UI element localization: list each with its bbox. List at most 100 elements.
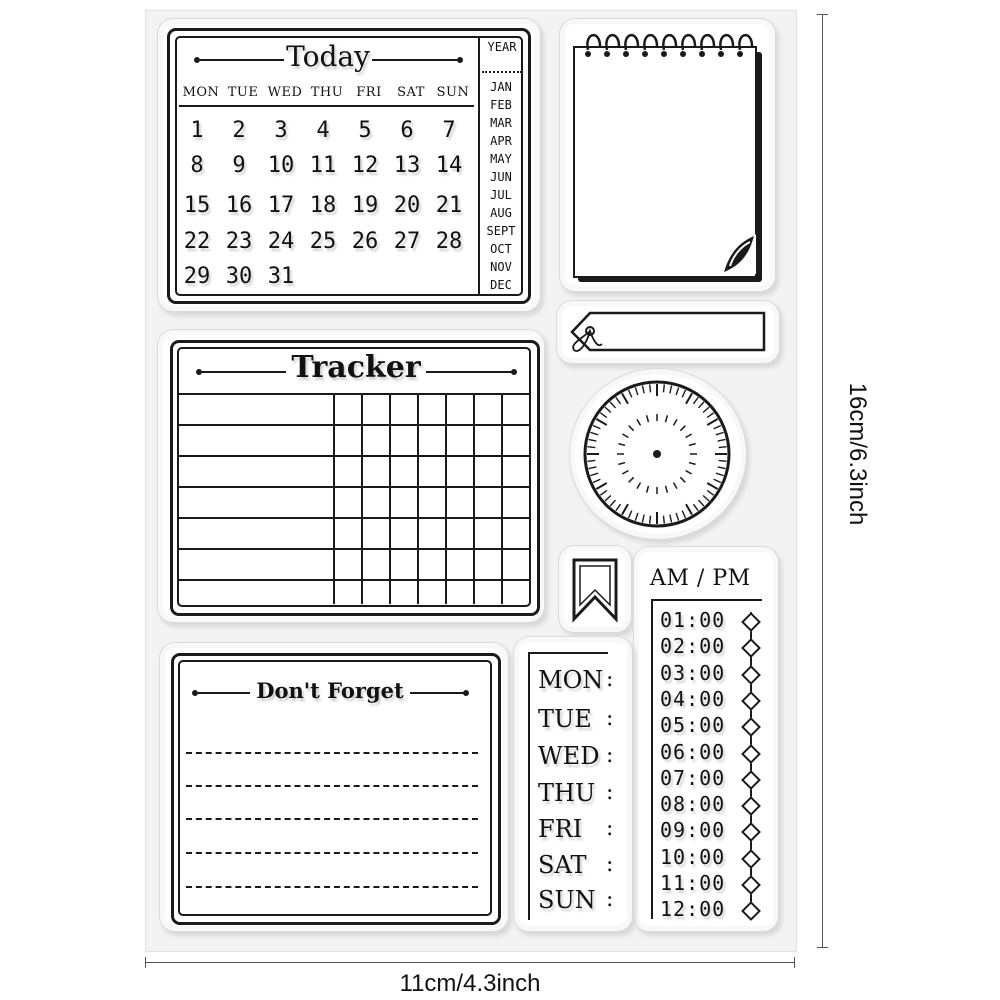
- clock-tick: [627, 510, 633, 519]
- calendar-day: 23: [225, 229, 253, 254]
- dont-forget-line-left: [198, 692, 250, 694]
- calendar-day: 19: [351, 193, 379, 218]
- calendar-title-dot-right: [457, 57, 463, 63]
- clock-tick: [587, 445, 596, 449]
- weekday-colon: :: [606, 816, 614, 841]
- calendar-day: 13: [393, 153, 421, 178]
- clock-inner-tick: [685, 433, 693, 439]
- dont-forget-line-1: [186, 752, 478, 754]
- clock-inner-tick: [664, 415, 669, 423]
- clock-tick: [587, 459, 596, 463]
- clock-tick: [706, 489, 715, 496]
- clock-tick: [715, 431, 724, 436]
- calendar-day: 21: [435, 193, 463, 218]
- calendar-weekday-label: SUN: [436, 85, 470, 100]
- calendar-stamp: [163, 24, 535, 306]
- clock-inner-tick: [672, 482, 678, 490]
- calendar-day: 5: [358, 118, 372, 143]
- clock-tick: [615, 396, 622, 405]
- calendar-weekday-label: TUE: [227, 85, 259, 100]
- tracker-stamp: [163, 335, 539, 617]
- clock-tick: [669, 385, 673, 394]
- dont-forget-line-3: [186, 818, 478, 820]
- clock-tick: [648, 384, 652, 393]
- width-dimension-tick-right: [794, 957, 795, 968]
- calendar-day: 12: [351, 153, 379, 178]
- calendar-month-label: OCT: [490, 242, 512, 256]
- calendar-year-dotted-line: [482, 71, 522, 73]
- weekday-colon: :: [606, 852, 614, 877]
- calendar-day: 14: [435, 153, 463, 178]
- calendar-day: 6: [400, 118, 414, 143]
- calendar-day: 30: [225, 264, 253, 289]
- calendar-title-line-left: [200, 59, 284, 61]
- clock-tick: [717, 466, 726, 470]
- clock-tick: [604, 406, 612, 414]
- calendar-day: 3: [274, 118, 288, 143]
- clock-inner-tick: [679, 425, 686, 432]
- clock-tick: [595, 418, 608, 426]
- clock-tick: [588, 438, 597, 442]
- calendar-month-label: MAR: [490, 116, 512, 130]
- clock-tick: [599, 489, 608, 496]
- dont-forget-inner-frame: [178, 660, 492, 916]
- clock-tick: [604, 494, 612, 502]
- calendar-month-label: MAY: [490, 152, 512, 166]
- weekday-colon: :: [606, 667, 614, 692]
- clock-tick: [592, 478, 601, 484]
- dont-forget-line-2: [186, 785, 478, 787]
- calendar-day: 10: [267, 153, 295, 178]
- calendar-weekday-label: SAT: [397, 85, 425, 100]
- dont-forget-dot-left: [192, 690, 198, 696]
- calendar-day: 16: [225, 193, 253, 218]
- calendar-month-label: APR: [490, 134, 512, 148]
- calendar-day: 31: [267, 264, 295, 289]
- calendar-weekday-label: FRI: [356, 85, 382, 100]
- clock-tick: [718, 445, 727, 449]
- clock-inner-tick: [628, 425, 635, 432]
- calendar-day: 28: [435, 229, 463, 254]
- clock-tick: [713, 478, 722, 484]
- schedule-time: 06:00: [660, 739, 726, 764]
- weekday-colon: :: [606, 780, 614, 805]
- calendar-day: 20: [393, 193, 421, 218]
- calendar-weekday-label: THU: [310, 85, 344, 100]
- calendar-inner-frame: [175, 36, 523, 296]
- height-dimension-tick-bottom: [817, 947, 828, 948]
- calendar-day: 27: [393, 229, 421, 254]
- calendar-title: Today: [286, 40, 370, 73]
- clock-tick: [615, 503, 622, 512]
- clock-inner-tick: [679, 476, 686, 483]
- clock-tick: [641, 514, 645, 523]
- clock-tick: [592, 424, 601, 430]
- weekday-label: FRI: [538, 815, 583, 843]
- schedule-time: 12:00: [660, 897, 726, 922]
- clock-inner-tick: [636, 418, 642, 426]
- clock-tick: [713, 424, 722, 430]
- tracker-title-dot-right: [511, 369, 517, 375]
- width-dimension-label: 11cm/4.3inch: [399, 970, 541, 997]
- calendar-day: 25: [309, 229, 337, 254]
- clock-tick: [588, 466, 597, 470]
- clock-inner-tick: [618, 442, 626, 447]
- clock-inner-tick: [672, 418, 678, 426]
- clock-tick: [669, 514, 673, 523]
- dont-forget-stamp: [165, 648, 503, 926]
- clock-inner-tick: [621, 433, 629, 439]
- weekday-label: WED: [538, 742, 600, 770]
- clock-tick: [675, 387, 680, 396]
- schedule-time: 08:00: [660, 792, 726, 817]
- clock-inner-tick: [645, 415, 650, 423]
- calendar-day: 22: [183, 229, 211, 254]
- calendar-month-label: JUL: [490, 188, 512, 202]
- clock-tick: [634, 387, 639, 396]
- clock-tick: [609, 401, 617, 409]
- bookmark-icon: [572, 558, 618, 623]
- calendar-day: 4: [316, 118, 330, 143]
- dont-forget-frame: [171, 653, 501, 925]
- clock-inner-tick: [688, 461, 696, 466]
- calendar-month-label: AUG: [490, 206, 512, 220]
- tracker-title-line-left: [202, 371, 286, 373]
- dont-forget-line-4: [186, 852, 478, 854]
- calendar-year-label: YEAR: [487, 40, 517, 54]
